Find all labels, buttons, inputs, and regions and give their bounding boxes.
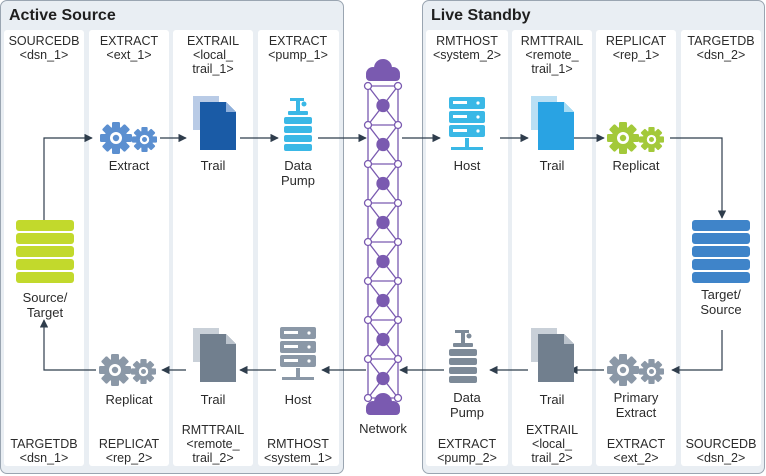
network-node [376, 137, 390, 152]
network-node [363, 81, 373, 91]
caption-network: Network [359, 421, 407, 436]
trail-top-right-icon [531, 96, 574, 150]
network-node [393, 81, 403, 91]
network-node [363, 237, 373, 247]
network-node [363, 120, 373, 130]
network-node [363, 198, 373, 208]
primary-extract-gear-icon [607, 354, 664, 386]
network-node [376, 332, 390, 347]
top-label-rmttrail: RMTTRAIL <remote_ trail_1> [520, 34, 584, 76]
trail-bottom-left-icon [193, 328, 236, 382]
caption-source-target: Source/ Target [22, 290, 68, 320]
caption-extract: Extract [108, 158, 150, 173]
caption-trail-bottom-right: Trail [539, 392, 565, 407]
target-source-database-icon [692, 220, 750, 283]
network-node [393, 393, 403, 403]
live-standby-title: Live Standby [431, 7, 531, 24]
bottom-label-replicat: REPLICAT <rep_2> [98, 437, 160, 465]
network-node [393, 198, 403, 208]
caption-replicat-bottom: Replicat [105, 392, 153, 407]
bottom-label-extrail: EXTRAIL <local_ trail_2> [525, 423, 579, 465]
bottom-label-targetdb: TARGETDB <dsn_1> [10, 437, 78, 465]
network-node [376, 98, 390, 113]
column-7 [596, 30, 676, 466]
network-node [363, 393, 373, 403]
caption-primary-extract: Primary Extract [613, 390, 659, 420]
caption-replicat-top: Replicat [612, 158, 660, 173]
caption-data-pump-bottom: Data Pump [450, 390, 484, 420]
host-bottom-icon [280, 327, 316, 380]
top-label-targetdb: TARGETDB <dsn_2> [687, 34, 755, 62]
network-node [363, 354, 373, 364]
top-label-rmthost: RMTHOST <system_2> [432, 34, 502, 62]
network-node [393, 354, 403, 364]
top-label-extract-pump: EXTRACT <pump_1> [268, 34, 328, 62]
top-label-sourcedb: SOURCEDB <dsn_1> [8, 34, 80, 62]
network-node [376, 371, 390, 386]
column-2 [89, 30, 169, 466]
extract-gear-icon [100, 122, 157, 154]
network-node [393, 276, 403, 286]
trail-top-left-icon [193, 96, 236, 150]
trail-bottom-right-icon [531, 328, 574, 382]
host-top-icon [449, 97, 485, 150]
network-node [376, 215, 390, 230]
source-target-database-icon [16, 220, 74, 283]
caption-host-top: Host [453, 158, 481, 173]
network-node [363, 276, 373, 286]
caption-host-bottom: Host [284, 392, 312, 407]
replicat-gear-icon [607, 122, 664, 154]
active-source-title: Active Source [9, 7, 116, 24]
bottom-label-sourcedb: SOURCEDB <dsn_2> [685, 437, 757, 465]
bottom-label-extract-pump: EXTRACT <pump_2> [437, 437, 497, 465]
caption-trail-top-right: Trail [539, 158, 565, 173]
top-label-replicat: REPLICAT <rep_1> [605, 34, 667, 62]
network-node [363, 315, 373, 325]
network-node [376, 176, 390, 191]
network-node [376, 254, 390, 269]
bottom-label-rmthost: RMTHOST <system_1> [263, 437, 333, 465]
network-node [393, 315, 403, 325]
data-pump-bottom-icon [449, 330, 477, 383]
replicat-bottom-gear-icon [99, 354, 156, 386]
bottom-label-extract: EXTRACT <ext_2> [606, 437, 666, 465]
bottom-label-rmttrail: RMTTRAIL <remote_ trail_2> [181, 423, 245, 465]
network-node [363, 159, 373, 169]
network-node [376, 293, 390, 308]
caption-data-pump-top: Data Pump [281, 158, 315, 188]
network-node [393, 237, 403, 247]
caption-target-source: Target/ Source [700, 287, 742, 317]
network-node [393, 159, 403, 169]
caption-trail-bottom-left: Trail [200, 392, 226, 407]
data-pump-top-icon [284, 98, 312, 151]
top-label-extrail: EXTRAIL <local_ trail_1> [186, 34, 240, 76]
network-node [393, 120, 403, 130]
top-label-extract: EXTRACT <ext_1> [99, 34, 159, 62]
network-icon [363, 59, 403, 415]
caption-trail-top-left: Trail [200, 158, 226, 173]
